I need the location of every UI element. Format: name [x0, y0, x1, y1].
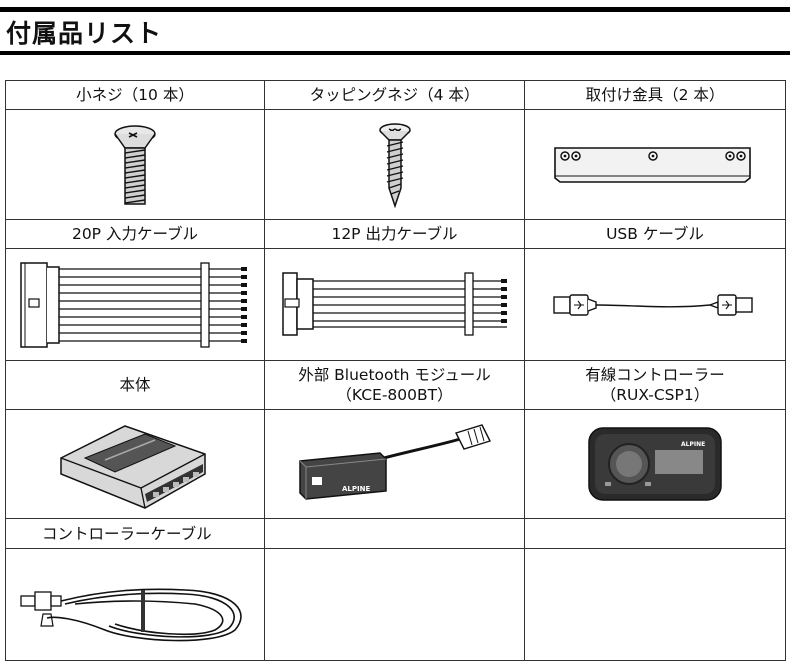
bluetooth-module-icon: ALPINE [298, 424, 491, 500]
usb-cable-icon [553, 293, 753, 316]
item-label: 本体 [5, 360, 265, 410]
item-label: 小ネジ（10 本） [5, 80, 265, 110]
item-model: （RUX-CSP1） [600, 386, 710, 404]
flat-head-screw-icon [114, 124, 156, 205]
table-row: ALPINE ALPINE [5, 409, 786, 519]
empty-cell [264, 548, 525, 661]
item-image-cell: ALPINE [524, 409, 786, 519]
mounting-bracket-icon [554, 146, 751, 183]
tapping-screw-icon [378, 122, 411, 208]
input-cable-20p-icon [20, 261, 247, 348]
item-label: コントローラーケーブル [5, 518, 265, 549]
item-image-cell [524, 248, 786, 361]
table-row: 20P 入力ケーブル 12P 出力ケーブル USB ケーブル [5, 219, 786, 249]
output-cable-12p-icon [281, 271, 507, 336]
empty-cell [524, 548, 786, 661]
item-image-cell [5, 548, 265, 661]
item-label: USB ケーブル [524, 219, 786, 249]
accessory-table: 小ネジ（10 本） タッピングネジ（4 本） 取付け金具（2 本） [5, 80, 786, 661]
item-image-cell [5, 409, 265, 519]
item-label: タッピングネジ（4 本） [264, 80, 525, 110]
empty-cell [524, 518, 786, 549]
item-label: 外部 Bluetooth モジュール [298, 366, 491, 384]
wired-controller-icon: ALPINE [588, 427, 722, 501]
main-unit-icon [60, 425, 206, 509]
item-image-cell [5, 109, 265, 220]
item-label-cell: 有線コントローラー （RUX-CSP1） [524, 360, 786, 410]
table-row: 本体 外部 Bluetooth モジュール （KCE-800BT） 有線コントロ… [5, 360, 786, 410]
table-row [5, 248, 786, 361]
controller-cable-icon [20, 588, 242, 641]
table-row: 小ネジ（10 本） タッピングネジ（4 本） 取付け金具（2 本） [5, 80, 786, 110]
table-row [5, 548, 786, 661]
top-rule [0, 7, 790, 12]
item-label: 12P 出力ケーブル [264, 219, 525, 249]
item-image-cell [264, 248, 525, 361]
item-label: 有線コントローラー [585, 366, 725, 384]
item-image-cell [264, 109, 525, 220]
title-underline [0, 51, 790, 55]
item-image-cell [5, 248, 265, 361]
item-image-cell [524, 109, 786, 220]
page-title: 付属品リスト [6, 19, 163, 48]
table-row: コントローラーケーブル [5, 518, 786, 549]
item-label: 取付け金具（2 本） [524, 80, 786, 110]
empty-cell [264, 518, 525, 549]
brand-logo: ALPINE [681, 441, 705, 448]
brand-logo: ALPINE [342, 485, 370, 493]
item-model: （KCE-800BT） [336, 386, 453, 404]
item-label: 20P 入力ケーブル [5, 219, 265, 249]
item-label-cell: 外部 Bluetooth モジュール （KCE-800BT） [264, 360, 525, 410]
item-image-cell: ALPINE [264, 409, 525, 519]
table-row [5, 109, 786, 220]
